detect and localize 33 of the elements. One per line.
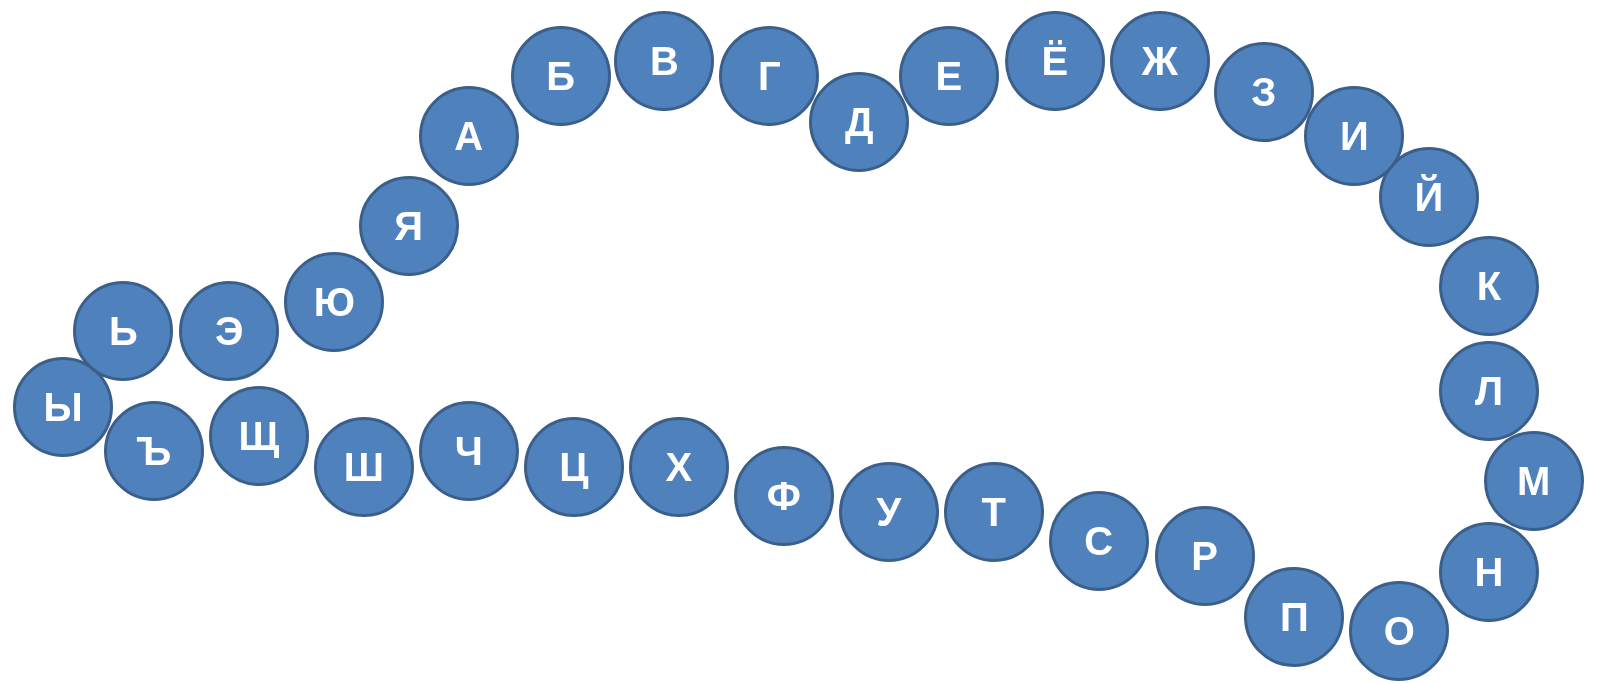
letter: Р xyxy=(1191,536,1218,577)
letter: В xyxy=(650,41,679,82)
letter: Ы xyxy=(43,386,83,427)
letter: У xyxy=(876,491,902,532)
letter: К xyxy=(1476,266,1502,307)
letter: Ь xyxy=(108,311,138,352)
letter: Ц xyxy=(559,446,589,487)
letter: С xyxy=(1084,521,1114,562)
letter: Ш xyxy=(343,446,384,487)
letter: Й xyxy=(1414,176,1444,217)
letter: Л xyxy=(1474,371,1503,412)
letter: Н xyxy=(1474,551,1504,592)
letter: Ч xyxy=(454,431,483,472)
letter: Х xyxy=(665,446,693,487)
letter: Т xyxy=(981,491,1006,532)
letter: Ф xyxy=(766,476,801,517)
letter: И xyxy=(1340,115,1369,156)
letter: М xyxy=(1517,461,1551,501)
letter: А xyxy=(454,115,484,156)
letter: Я xyxy=(394,206,424,247)
letter: З xyxy=(1251,71,1277,112)
letter: Е xyxy=(935,56,963,97)
letter: Г xyxy=(758,56,781,97)
letter: Д xyxy=(844,102,874,143)
letter: Ъ xyxy=(136,431,172,472)
letter: Ё xyxy=(1041,41,1069,82)
letter: П xyxy=(1279,596,1309,637)
letter: О xyxy=(1383,610,1415,651)
letter: Э xyxy=(215,311,244,352)
letter: Б xyxy=(546,56,575,97)
letter: Ю xyxy=(313,281,355,322)
letter: Щ xyxy=(238,416,280,457)
letter: Ж xyxy=(1141,41,1178,82)
